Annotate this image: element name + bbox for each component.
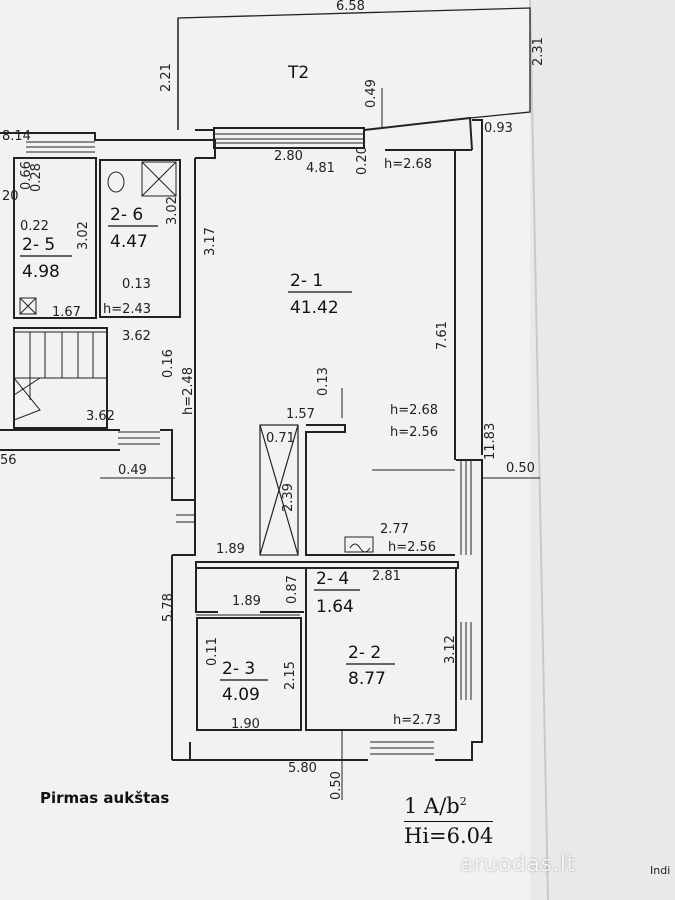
- dimension-label: 5.78: [161, 593, 176, 622]
- room-code: 2- 4: [316, 569, 349, 589]
- terrace-outline: [177, 7, 531, 130]
- height-label: h=2.68: [390, 403, 438, 418]
- dimension-label: 0.13: [122, 277, 151, 292]
- dimension-label: 0.13: [316, 367, 331, 396]
- room-2-4: 2- 4 1.64: [314, 569, 360, 617]
- top-length: 6.58: [336, 0, 365, 14]
- dimension-label: 0.28: [29, 163, 44, 192]
- dimension-label: 0.71: [266, 431, 295, 446]
- dimension-label: 3.02: [76, 221, 91, 250]
- height-label: h=2.56: [388, 540, 436, 555]
- room-2-5: 2- 5 4.98: [20, 235, 72, 282]
- dimension-label: 3.62: [122, 329, 151, 344]
- room-2-2: 2- 2 8.77: [346, 643, 395, 689]
- room-code: 2- 5: [22, 235, 55, 255]
- room-2-1: 2- 1 41.42: [288, 271, 352, 318]
- dimension-label: 0.50: [329, 771, 344, 800]
- dimension-label: 1.67: [52, 305, 81, 320]
- dimension-label: 0.22: [20, 219, 49, 234]
- terrace-left-height: 2.21: [159, 63, 174, 92]
- dimension-lines: [100, 88, 540, 800]
- dimension-label: 3.12: [443, 635, 458, 664]
- formula-top-text: 1 A/b: [404, 794, 460, 818]
- room-area: 4.47: [110, 232, 148, 252]
- dimension-label: 0.16: [161, 349, 176, 378]
- dimension-label: 2.80: [274, 149, 303, 164]
- dimension-label: 2.77: [380, 522, 409, 537]
- shaft: [259, 424, 299, 556]
- room-code: 2- 2: [348, 643, 381, 663]
- dimension-label: 0.50: [506, 461, 535, 476]
- terrace-depth: 0.49: [364, 79, 379, 108]
- dimension-label: 0.66: [19, 161, 34, 190]
- dimension-label: 1.89: [232, 594, 261, 609]
- height-label: h=2.43: [103, 302, 151, 317]
- dimension-label: 0.49: [118, 463, 147, 478]
- dimension-label: 0.11: [205, 637, 220, 666]
- exterior-walls: [0, 116, 483, 761]
- room-area: 41.42: [290, 298, 339, 318]
- dimension-label: 5.80: [288, 761, 317, 776]
- dimension-label: 3.62: [86, 409, 115, 424]
- dimension-label: 0.20: [355, 146, 370, 175]
- dimension-label: 3.02: [165, 196, 180, 225]
- watermark-logo: aruodas.lt: [460, 852, 576, 877]
- formula-top: 1 A/b2: [404, 788, 494, 822]
- dimension-label: 2.15: [283, 661, 298, 690]
- room-area: 4.09: [222, 685, 260, 705]
- corner-text: Indi: [650, 864, 671, 877]
- height-label: h=2.48: [181, 367, 196, 415]
- formula-sup: 2: [459, 795, 467, 808]
- room-2-6: 2- 6 4.47: [108, 205, 158, 252]
- dimension-label: 4.81: [306, 161, 335, 176]
- corner-offset: 0.93: [484, 121, 513, 136]
- floor-caption: Pirmas aukštas: [40, 789, 170, 807]
- paper-edge: [530, 0, 675, 900]
- dimension-label: 1.57: [286, 407, 315, 422]
- dimension-label: 0.87: [285, 575, 300, 604]
- dimension-label: 1.89: [216, 542, 245, 557]
- room-area: 4.98: [22, 262, 60, 282]
- room-code: 2- 6: [110, 205, 143, 225]
- dimension-label: 11.83: [483, 423, 498, 460]
- dimension-label: 2.81: [372, 569, 401, 584]
- dimension-label: 2.39: [281, 483, 296, 512]
- area-formula: 1 A/b2 Hi=6.04: [404, 788, 494, 850]
- dimension-label: 56: [0, 453, 17, 468]
- bathroom-fixtures: [19, 161, 374, 553]
- terrace-name: T2: [287, 63, 309, 83]
- room-area: 8.77: [348, 669, 386, 689]
- formula-bottom: Hi=6.04: [404, 824, 494, 848]
- room-code: 2- 3: [222, 659, 255, 679]
- dimension-label: 1.90: [231, 717, 260, 732]
- room-2-3: 2- 3 4.09: [220, 659, 268, 705]
- terrace-right-height: 2.31: [531, 37, 546, 66]
- dimension-label: 7.61: [435, 321, 450, 350]
- height-label: h=2.73: [393, 713, 441, 728]
- windows: [26, 133, 472, 755]
- left-edge-length: 8.14: [2, 129, 31, 144]
- room-area: 1.64: [316, 597, 354, 617]
- staircase: [13, 331, 108, 421]
- height-label: h=2.68: [384, 157, 432, 172]
- dimension-label: 3.17: [203, 227, 218, 256]
- dimension-label: 20: [2, 189, 19, 204]
- room-code: 2- 1: [290, 271, 323, 291]
- paper-edge-line: [529, 0, 549, 900]
- height-label: h=2.56: [390, 425, 438, 440]
